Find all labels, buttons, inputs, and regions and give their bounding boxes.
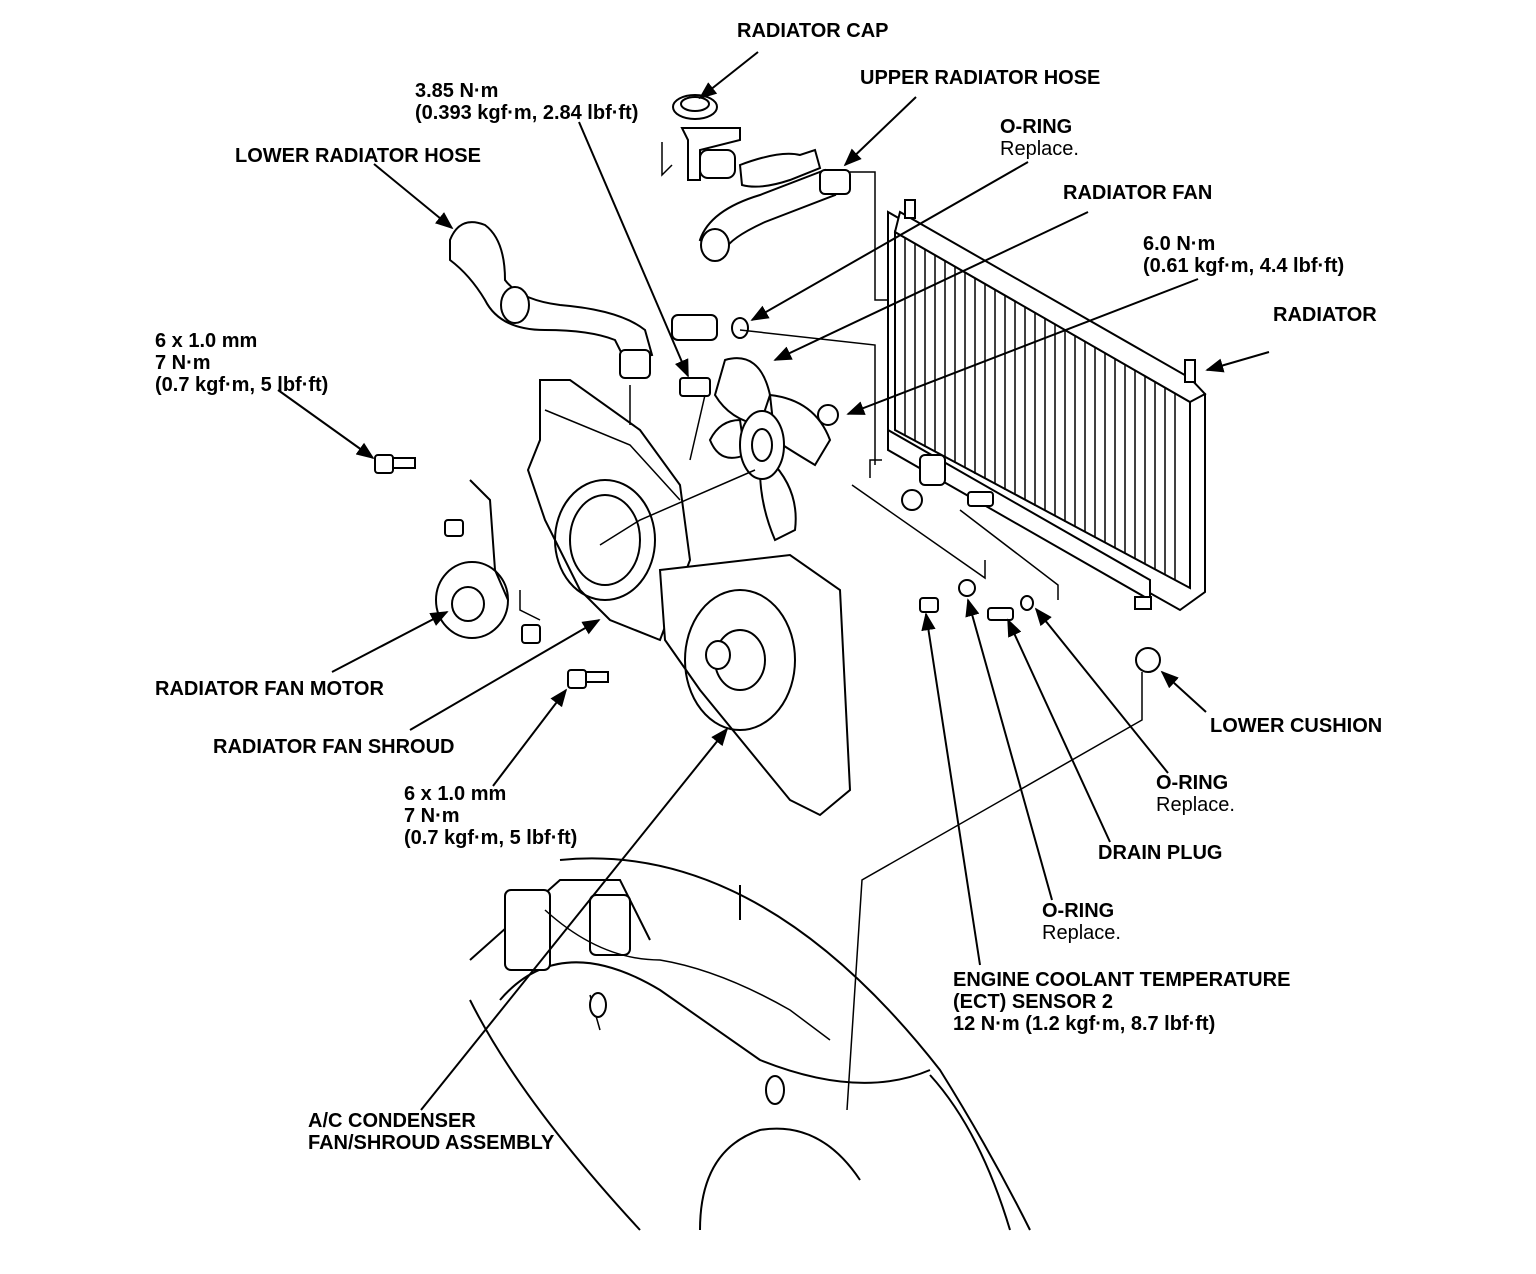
fittings <box>671 314 1161 673</box>
label-bolt-upper-left: 6 x 1.0 mm 7 N·m (0.7 kgf·m, 5 lbf·ft) <box>155 330 328 396</box>
bolt-lower-torque: 7 N·m <box>404 805 460 827</box>
lower-hose-part <box>449 221 654 379</box>
label-radiator-fan-shroud: RADIATOR FAN SHROUD <box>213 736 454 758</box>
label-oring-top: O-RING Replace. <box>1000 116 1079 160</box>
bolt-upper-size: 6 x 1.0 mm <box>155 330 258 352</box>
cap-torque-alt: (0.393 kgf·m, 2.84 lbf·ft) <box>415 102 639 124</box>
ect-title: ENGINE COOLANT TEMPERATURE <box>953 969 1291 991</box>
label-radiator-cap: RADIATOR CAP <box>737 20 888 42</box>
label-lower-radiator-hose: LOWER RADIATOR HOSE <box>235 145 481 167</box>
label-drain-plug: DRAIN PLUG <box>1098 842 1222 864</box>
ac-condenser-fan-shroud-part <box>658 553 852 817</box>
radiator-title: RADIATOR <box>1273 304 1377 326</box>
radiator-cap-title: RADIATOR CAP <box>737 20 889 42</box>
fan-shroud-title: RADIATOR FAN SHROUD <box>213 736 455 758</box>
bolt-upper-torque: 7 N·m <box>155 352 211 374</box>
lower-hose-title: LOWER RADIATOR HOSE <box>235 145 481 167</box>
upper-hose-title: UPPER RADIATOR HOSE <box>860 67 1101 89</box>
label-bolt-lower: 6 x 1.0 mm 7 N·m (0.7 kgf·m, 5 lbf·ft) <box>404 783 577 849</box>
radiator-cap-part <box>672 94 741 181</box>
label-radiator-fan-motor: RADIATOR FAN MOTOR <box>155 678 384 700</box>
bolt-upper-alt: (0.7 kgf·m, 5 lbf·ft) <box>155 374 329 396</box>
label-cap-torque: 3.85 N·m (0.393 kgf·m, 2.84 lbf·ft) <box>415 80 638 124</box>
drain-plug-title: DRAIN PLUG <box>1098 842 1223 864</box>
lower-cushion-title: LOWER CUSHION <box>1210 715 1383 737</box>
label-radiator-fan: RADIATOR FAN <box>1063 182 1212 204</box>
label-ac-condenser: A/C CONDENSER FAN/SHROUD ASSEMBLY <box>308 1110 554 1154</box>
label-upper-radiator-hose: UPPER RADIATOR HOSE <box>860 67 1100 89</box>
bolt-lower-alt: (0.7 kgf·m, 5 lbf·ft) <box>404 827 578 849</box>
oring-right-note: Replace. <box>1156 794 1235 816</box>
fan-torque-alt: (0.61 kgf·m, 4.4 lbf·ft) <box>1143 255 1345 277</box>
radiator-fan-part <box>708 357 832 542</box>
bolts <box>374 454 1034 689</box>
label-oring-mid: O-RING Replace. <box>1042 900 1121 944</box>
vehicle-front-body <box>469 857 1031 1231</box>
ect-subtitle: (ECT) SENSOR 2 <box>953 991 1114 1013</box>
radiator-fan-motor-part <box>435 479 509 639</box>
oring-top-title: O-RING <box>1000 116 1073 138</box>
ac-condenser-line2: FAN/SHROUD ASSEMBLY <box>308 1132 555 1154</box>
label-ect-sensor: ENGINE COOLANT TEMPERATURE (ECT) SENSOR … <box>953 969 1290 1035</box>
oring-right-title: O-RING <box>1156 772 1229 794</box>
cap-torque-nm: 3.85 N·m <box>415 80 499 102</box>
oring-mid-note: Replace. <box>1042 922 1121 944</box>
fan-torque-nm: 6.0 N·m <box>1143 233 1216 255</box>
bolt-lower-size: 6 x 1.0 mm <box>404 783 507 805</box>
radiator-fan-shroud-part <box>526 379 692 642</box>
label-lower-cushion: LOWER CUSHION <box>1210 715 1382 737</box>
oring-mid-title: O-RING <box>1042 900 1115 922</box>
radiator-part <box>887 199 1207 612</box>
ac-condenser-line1: A/C CONDENSER <box>308 1110 476 1132</box>
oring-top-note: Replace. <box>1000 138 1079 160</box>
radiator-fan-title: RADIATOR FAN <box>1063 182 1213 204</box>
upper-hose-part <box>698 148 851 262</box>
label-fan-torque: 6.0 N·m (0.61 kgf·m, 4.4 lbf·ft) <box>1143 233 1344 277</box>
label-radiator: RADIATOR <box>1273 304 1377 326</box>
leader-lines <box>277 51 1270 1111</box>
ect-torque: 12 N·m (1.2 kgf·m, 8.7 lbf·ft) <box>953 1013 1216 1035</box>
fan-motor-title: RADIATOR FAN MOTOR <box>155 678 384 700</box>
label-oring-right: O-RING Replace. <box>1156 772 1235 816</box>
